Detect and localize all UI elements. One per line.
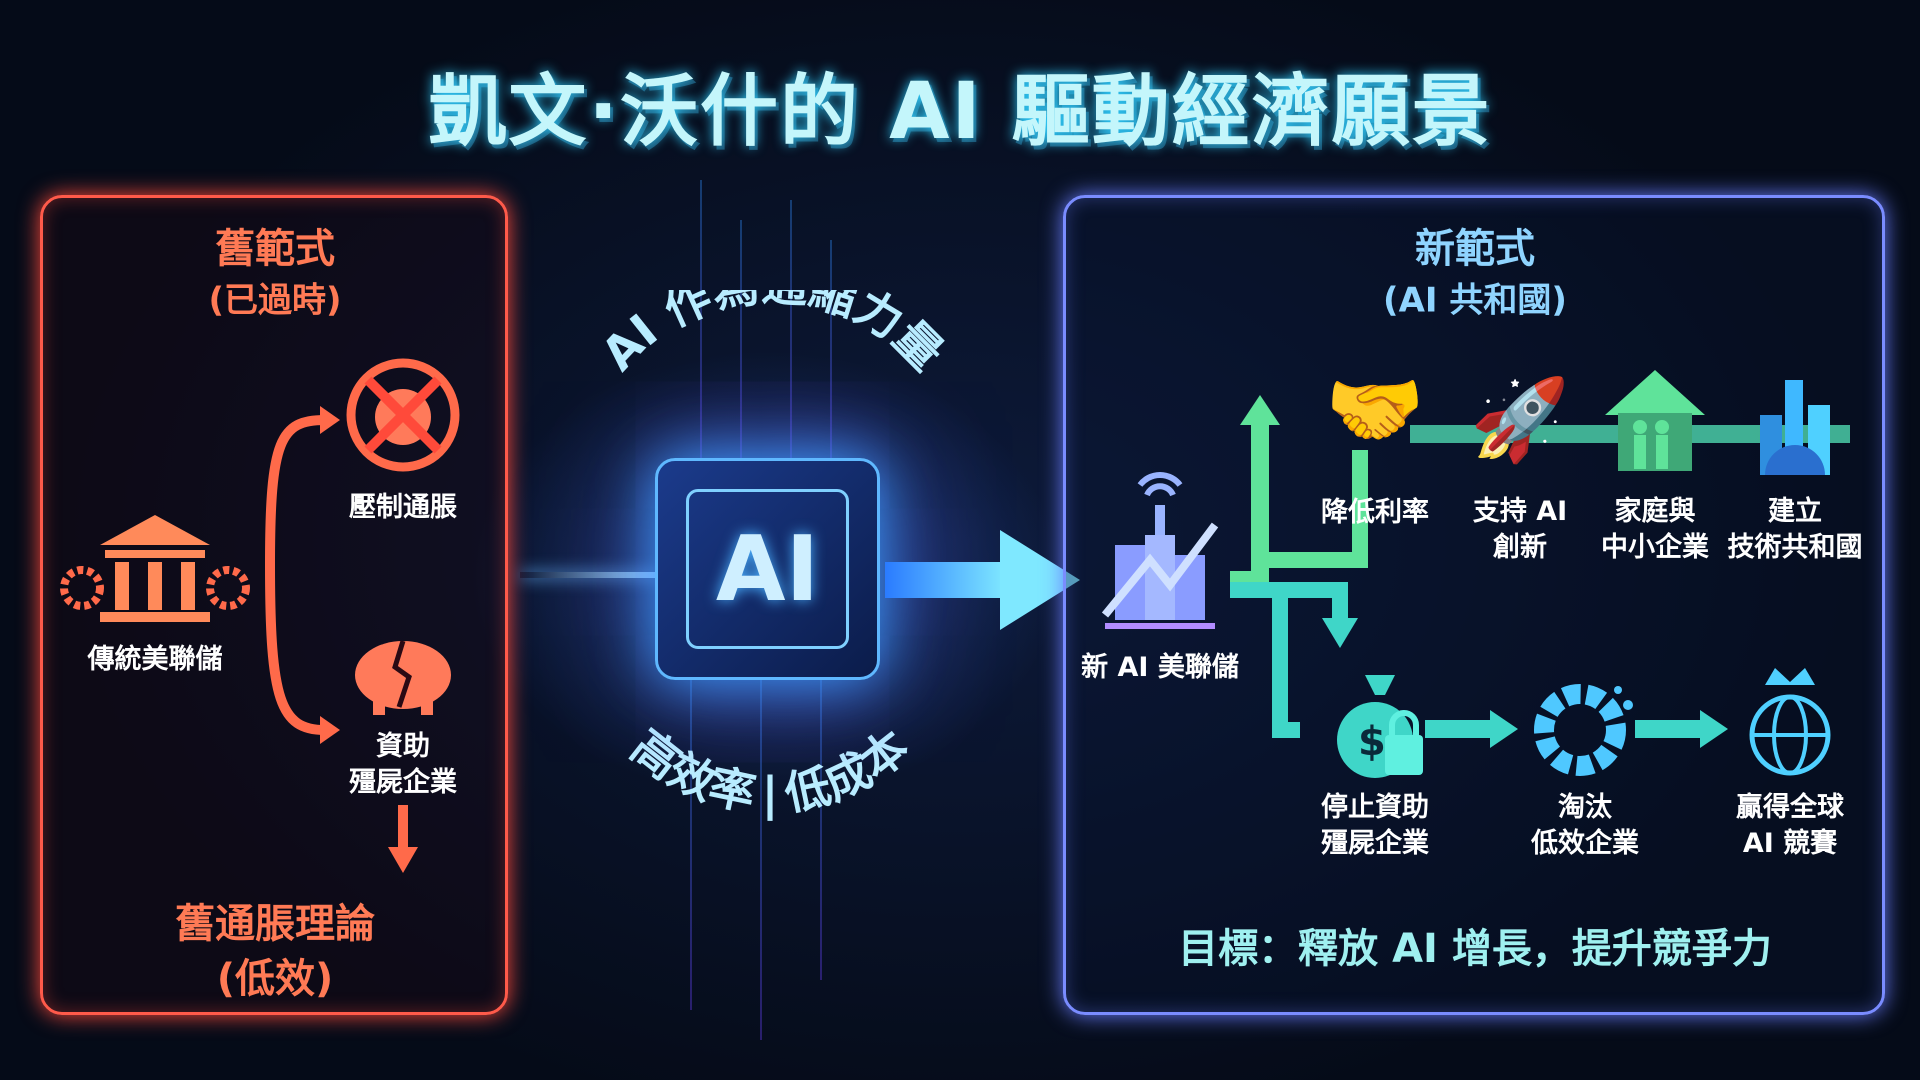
svg-text:高效率|低成本: 高效率|低成本	[621, 719, 918, 822]
tech-city-icon	[1760, 380, 1830, 475]
broken-piggy-bank-icon	[355, 640, 451, 715]
down-arrow-icon	[388, 805, 418, 873]
traditional-fed-label: 傳統美聯儲	[87, 644, 223, 675]
crowned-globe-icon	[1749, 668, 1831, 776]
ai-chip-label: AI	[686, 489, 849, 649]
suppress-inflation-label: 壓制通脹	[349, 492, 457, 523]
svg-text:$: $	[1358, 719, 1386, 765]
old-heading: 舊範式	[215, 226, 335, 272]
rocket-icon: 🚀	[1470, 373, 1570, 466]
bottom-step-1: 停止資助殭屍企業	[1321, 792, 1429, 859]
ai-chip-icon: AI	[655, 458, 880, 680]
subsidize-zombie-label: 資助殭屍企業	[349, 731, 457, 798]
deflation-force-text: AI 作為通縮力量	[591, 290, 954, 381]
new-subheading: (AI 共和國)	[1383, 280, 1567, 321]
divider: |	[762, 767, 779, 822]
top-step-3: 家庭與中小企業	[1601, 496, 1709, 563]
ai-fed-building-icon	[1101, 472, 1219, 629]
page-title: 凱文·沃什的 AI 驅動經濟願景	[428, 67, 1492, 157]
new-heading: 新範式	[1415, 226, 1535, 272]
branch-arrows	[265, 406, 340, 744]
old-subheading: (已過時)	[208, 280, 342, 321]
right-arrow-icon	[885, 530, 1080, 630]
family-house-icon	[1605, 370, 1705, 471]
low-cost-text: 低成本	[780, 719, 919, 821]
broken-gear-icon	[1534, 684, 1633, 776]
bank-gears-icon	[60, 515, 250, 622]
handshake-chip-icon: 🤝	[1325, 363, 1425, 456]
top-step-4: 建立技術共和國	[1727, 496, 1863, 563]
bottom-step-2: 淘汰低效企業	[1531, 792, 1639, 859]
top-step-1: 降低利率	[1321, 497, 1429, 528]
money-bag-lock-icon: $	[1337, 675, 1423, 778]
goal-statement: 目標：釋放 AI 增長，提升競爭力	[1178, 926, 1772, 972]
efficiency-text: 高效率	[621, 719, 760, 821]
old-theory-label: 舊通脹理論	[175, 901, 375, 947]
center-arc-text: AI 作為通縮力量 高效率|低成本	[591, 290, 954, 822]
new-ai-fed-label: 新 AI 美聯儲	[1081, 652, 1239, 683]
no-inflation-icon	[346, 358, 460, 472]
old-theory-note: (低效)	[216, 956, 334, 1002]
